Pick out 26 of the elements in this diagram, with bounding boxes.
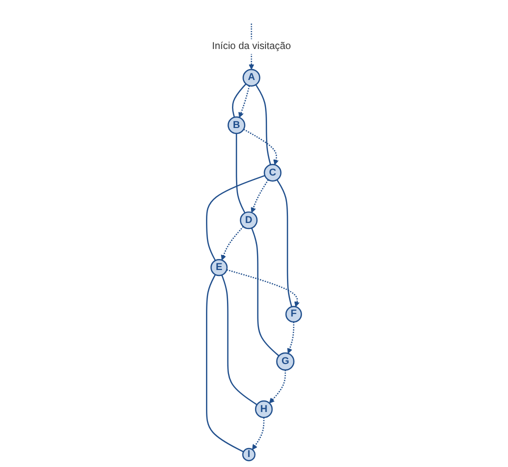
arrow (250, 179, 269, 213)
arrow (269, 370, 286, 404)
connector (251, 228, 280, 356)
node-circle: D (240, 211, 258, 230)
node-circle: G (276, 352, 294, 371)
connector (276, 179, 292, 307)
connector (232, 84, 246, 118)
edge-label: Início da visitação (212, 40, 291, 52)
connector (236, 134, 246, 214)
node-circle: E (210, 258, 228, 276)
arrow (221, 226, 244, 260)
arrow (252, 418, 264, 450)
node-circle: B (228, 116, 246, 134)
node-circle: F (285, 306, 302, 323)
connector (221, 274, 258, 406)
node-circle: A (242, 68, 260, 87)
arrow (238, 86, 250, 118)
connector (206, 274, 244, 452)
arrow (243, 128, 279, 166)
arrow (287, 322, 294, 354)
connector (255, 84, 272, 165)
node-circle: C (264, 164, 282, 182)
node-circle: I (242, 448, 256, 462)
node-circle: H (255, 400, 273, 418)
connector (206, 175, 266, 261)
arrow (226, 269, 300, 308)
